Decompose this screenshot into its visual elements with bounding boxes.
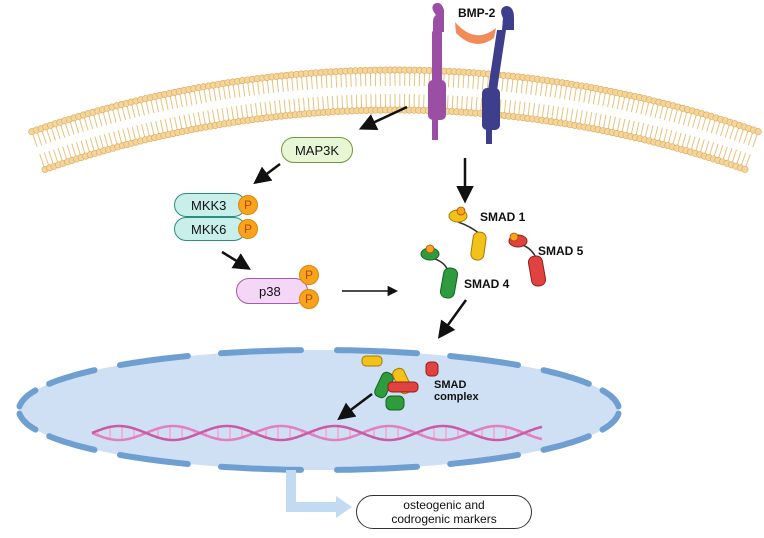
dna-helix — [91, 424, 543, 442]
pathway-arrows — [221, 105, 474, 421]
arrow-complex-to-dna — [337, 393, 373, 421]
smad-complex-label-line2: complex — [434, 391, 479, 403]
mkk6-node: MKK6 — [174, 217, 246, 241]
bmp2-label: BMP-2 — [458, 6, 496, 20]
mkk3-node: MKK3 — [174, 193, 246, 217]
phospho-dot — [509, 232, 519, 242]
smad1-protein — [448, 206, 487, 261]
markers-line1: osteogenic and — [403, 498, 485, 512]
receptor-type-2 — [482, 6, 514, 144]
smad5-label: SMAD 5 — [538, 244, 584, 258]
map3k-node: MAP3K — [281, 137, 353, 163]
smad-complex-label-line1: SMAD — [434, 379, 467, 391]
p38-node: p38 — [236, 278, 308, 304]
smad1-label: SMAD 1 — [480, 210, 526, 224]
phospho-dot — [456, 206, 466, 216]
p38-phospho-1: P — [299, 265, 319, 285]
smad4-label: SMAD 4 — [464, 277, 510, 291]
bmp2-ligand — [455, 22, 496, 44]
p38-phospho-2: P — [299, 289, 319, 309]
smad4-protein — [420, 244, 459, 299]
arrow-map3k-to-mkk — [253, 163, 281, 185]
receptor-type-1 — [428, 2, 446, 140]
mkk3-phospho: P — [238, 195, 258, 215]
nucleus — [16, 347, 622, 473]
smad-complex-label: SMAD complex — [434, 379, 479, 403]
transcription-output-arrow — [286, 470, 352, 518]
osteogenic-markers-box: osteogenic and codrogenic markers — [356, 495, 532, 529]
arrow-receptor-to-map3k — [358, 105, 408, 131]
markers-line2: codrogenic markers — [391, 512, 497, 526]
phospho-dot — [425, 244, 435, 254]
arrow-smad-to-nucleus — [437, 299, 468, 339]
nuclear-envelope — [16, 347, 622, 473]
mkk6-phospho: P — [238, 219, 258, 239]
smad-complex — [361, 355, 439, 411]
cell-membrane — [28, 66, 762, 173]
smad5-protein — [508, 232, 547, 287]
arrow-mkk-to-p38 — [221, 250, 251, 270]
